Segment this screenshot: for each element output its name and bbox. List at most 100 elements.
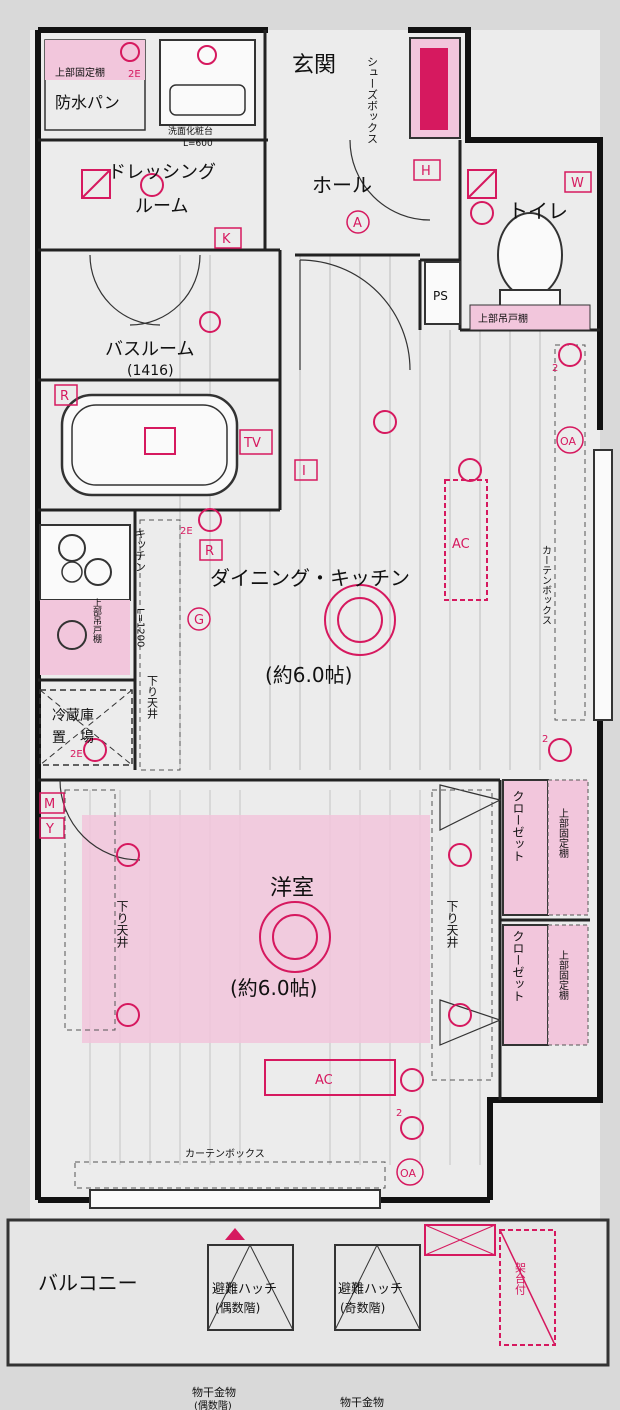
burner-icon [84, 558, 112, 586]
light-icon [140, 173, 164, 197]
upper-fixed-shelf-small-label: 上部固定棚 [55, 66, 105, 79]
symbol-2-dk: 2 [542, 734, 548, 745]
western-ac-unit [264, 1059, 396, 1096]
symbol-g: G [194, 613, 204, 628]
light-icon [120, 42, 140, 62]
western-size-label: (約6.0帖) [230, 976, 317, 1000]
drying-hardware-1-label-1: 物干金物 [192, 1385, 236, 1399]
outlet-icon [198, 508, 222, 532]
light-icon [373, 410, 397, 434]
hatch-odd-label-1: 避難ハッチ [338, 1282, 403, 1297]
curtain-box-right-label: カーテンボックス [540, 545, 552, 625]
toilet-tank-symbol [467, 169, 497, 199]
curtain-box-bottom-label: カーテンボックス [185, 1148, 265, 1160]
symbol-r-dk: R [205, 544, 214, 559]
ceiling-lights [83, 42, 582, 1140]
bath-control-icon [144, 427, 176, 455]
western-room-floor [82, 815, 430, 1043]
symbol-2-toilet: 2 [552, 363, 558, 374]
symbol-oa-bottom: OA [400, 1167, 416, 1180]
toilet-tank-line [467, 169, 497, 199]
hatch-even-label-1: 避難ハッチ [212, 1282, 277, 1297]
light-icon [448, 843, 472, 867]
entrance-label: 玄関 [292, 53, 336, 78]
washbasin-label-1: 洗面化粧台 [168, 125, 213, 137]
curtain-box-bottom [74, 1161, 386, 1189]
fridge-label-1: 冷蔵庫 [52, 707, 94, 724]
washbasin-bowl [169, 84, 246, 116]
symbol-k: K [222, 232, 231, 247]
hatch-even-label-2: (偶数階) [215, 1300, 260, 1315]
toilet-upper-cabinet-box [469, 304, 591, 331]
hatch-odd-label-2: (奇数階) [340, 1300, 385, 1315]
outlet-icon [83, 738, 107, 762]
closet-2-shelf-label: 上部固定棚 [557, 950, 569, 1001]
balcony-area [6, 1218, 610, 1367]
bathtub [60, 393, 239, 497]
main-light-icon-inner [272, 914, 318, 960]
stand-label: 架台付 [514, 1262, 527, 1296]
upper-cabinet-label: 上部吊戸棚 [478, 312, 528, 325]
stand-diagonal [499, 1229, 556, 1346]
light-icon [116, 843, 140, 867]
bathroom-size-label: (1416) [127, 363, 174, 379]
closet-2-label: クローゼット [511, 930, 525, 1002]
burner-icon [58, 534, 86, 562]
symbol-oa-right: OA [560, 435, 576, 448]
symbol-m: M [44, 797, 55, 812]
main-light-icon [324, 584, 396, 656]
window-right [593, 449, 613, 721]
closet-1-label: クローゼット [511, 790, 525, 862]
western-lowered-right-label: 下り天井 [445, 900, 459, 949]
light-icon [197, 45, 217, 65]
dk-size-label: (約6.0帖) [265, 663, 352, 687]
balcony-label: バルコニー [38, 1271, 138, 1295]
light-icon [199, 311, 221, 333]
sink-icon [57, 620, 87, 650]
dk-lowered-ceiling-label: 下り天井 [146, 675, 159, 720]
hatch-odd-cross [334, 1244, 378, 1331]
symbol-h: H [421, 164, 431, 179]
dressing-room-label-1: ドレッシング [108, 162, 216, 183]
meter-box [424, 1224, 496, 1256]
hatch-even-cross [249, 1244, 294, 1331]
ps-label: PS [433, 289, 448, 303]
kitchen-upper-cabinet-label: 上部吊戸棚 [91, 598, 102, 644]
toilet-label: トイレ [508, 199, 568, 223]
closet-1 [502, 779, 549, 916]
ps-box [424, 261, 461, 325]
symbol-r-bath: R [60, 389, 69, 404]
symbol-2-western: 2 [396, 1108, 402, 1119]
stove [39, 524, 131, 601]
light-icon [448, 1003, 472, 1027]
laundry-symbol-line [81, 169, 111, 199]
symbol-i: I [302, 464, 306, 479]
drying-hardware-1-label-2: (偶数階) [194, 1399, 232, 1410]
western-lowered-left-label: 下り天井 [115, 900, 129, 949]
laundry-symbol [81, 169, 111, 199]
meter-cross [424, 1224, 496, 1256]
burner-icon [61, 561, 83, 583]
dk-lowered-ceiling [139, 519, 181, 771]
bathtub-inner [71, 404, 228, 486]
closet-1-shelf [547, 779, 589, 916]
walls [35, 27, 603, 1203]
western-lowered-right [431, 789, 493, 1081]
hatch-even-cross [207, 1244, 251, 1331]
symbol-ac-western: AC [315, 1073, 333, 1088]
main-light-icon-inner [337, 597, 383, 643]
fridge-space [39, 689, 133, 766]
outlet-icon [458, 458, 482, 482]
window-bottom [89, 1189, 381, 1209]
kitchen-label: キッチン [134, 528, 147, 572]
hall-label: ホール [312, 173, 372, 197]
shoe-box-inner [420, 48, 448, 130]
symbol-2e-laundry: 2E [128, 69, 141, 80]
western-lowered-left [64, 789, 116, 1031]
washbasin-label-2: L=600 [183, 139, 213, 149]
fridge-label-2: 置 場 [52, 730, 94, 746]
symbol-2e-dk: 2E [180, 526, 193, 537]
symbol-y: Y [45, 822, 54, 837]
light-icon [116, 1003, 140, 1027]
